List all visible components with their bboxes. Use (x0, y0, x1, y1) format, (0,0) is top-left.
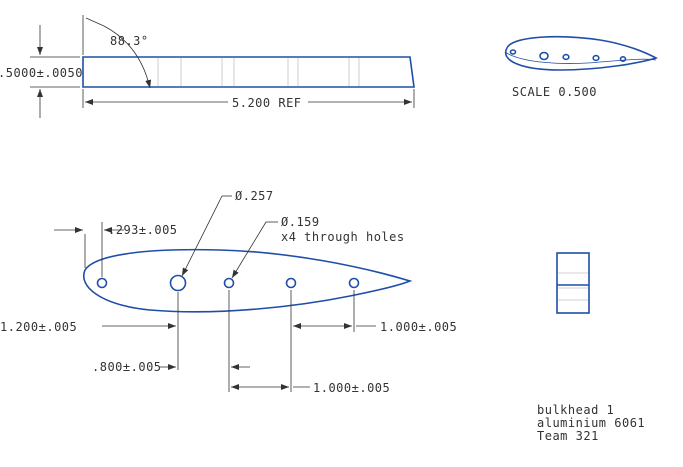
side-view-hidden-lines (157, 58, 360, 86)
hole-2 (223, 277, 235, 289)
large-hole-callout: Ø.257 (181, 189, 274, 277)
edge-view-outline (556, 252, 590, 314)
angle-label: 88.3° (110, 34, 149, 48)
dim-first-hole-label: .293±.005 (108, 223, 178, 237)
edge-view (556, 252, 590, 314)
large-hole-label: Ø.257 (235, 189, 274, 203)
title-note-line3: Team 321 (537, 429, 599, 443)
iso-view: SCALE 0.500 (504, 35, 659, 99)
thickness-label: .5000±.0050 (0, 66, 83, 80)
title-note-line1: bulkhead 1 (537, 403, 614, 417)
side-view: 88.3° .5000±.0050 5.200 REF (0, 15, 415, 118)
length-ref-dimension: 5.200 REF (82, 89, 415, 110)
dim-chord-from-edge-label: 1.200±.005 (0, 320, 77, 334)
small-hole-label: Ø.159 (281, 215, 320, 229)
length-ref-label: 5.200 REF (232, 96, 302, 110)
hole-3 (285, 277, 297, 289)
dim-spacing-b-label: 1.000±.005 (380, 320, 457, 334)
thickness-dimension: .5000±.0050 (0, 25, 83, 118)
angle-dimension: 88.3° (82, 15, 152, 89)
front-view: .293±.005 Ø.257 Ø.159 x4 through holes 1… (0, 189, 457, 395)
dim-spacing-b: 1.000±.005 (293, 290, 457, 334)
title-note: bulkhead 1 aluminium 6061 Team 321 (537, 403, 645, 443)
title-note-line2: aluminium 6061 (537, 416, 645, 430)
scale-label: SCALE 0.500 (512, 85, 597, 99)
dim-first-hole: .293±.005 (54, 222, 178, 277)
hole-large (169, 274, 187, 292)
iso-view-outline (504, 35, 659, 71)
side-view-outline (82, 56, 415, 88)
small-hole-note: x4 through holes (281, 230, 405, 244)
dim-chord-from-edge: 1.200±.005 (0, 292, 179, 370)
dim-spacing-a: 1.000±.005 (231, 290, 390, 395)
small-hole-callout: Ø.159 x4 through holes (231, 215, 405, 279)
dim-first-spacing: .800±.005 (92, 290, 250, 392)
hole-1 (96, 277, 108, 289)
hole-4 (348, 277, 360, 289)
dim-spacing-a-label: 1.000±.005 (313, 381, 390, 395)
airfoil-outline (82, 248, 413, 313)
front-view-holes (96, 274, 360, 292)
iso-view-holes (509, 49, 627, 62)
dim-first-spacing-label: .800±.005 (92, 360, 162, 374)
